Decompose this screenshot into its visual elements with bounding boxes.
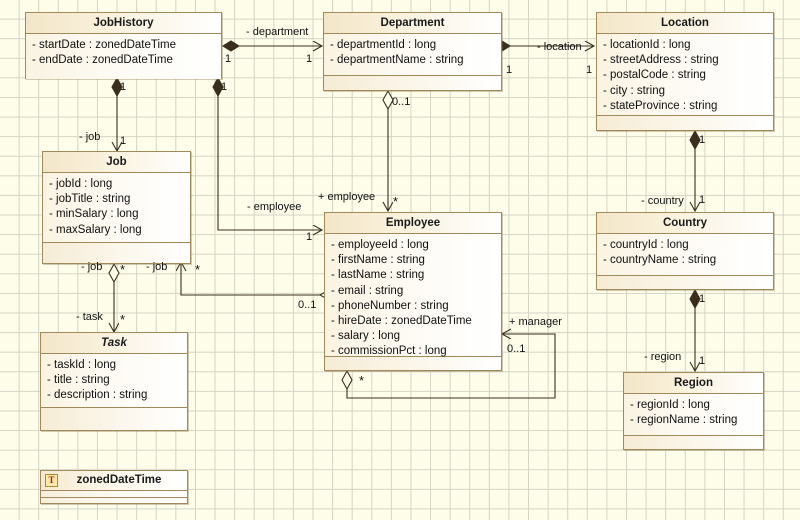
class-title-country: Country xyxy=(597,213,773,234)
class-country[interactable]: Country - countryId : long - countryName… xyxy=(596,212,774,290)
mult-jobhistory-job-target: 1 xyxy=(120,135,127,147)
edge-label-job-from-employee: - job xyxy=(146,261,168,273)
edge-label-location: - location xyxy=(537,41,582,53)
attributes-location: - locationId : long - streetAddress : st… xyxy=(597,34,773,116)
mult-jobhistory-employee-target: 1 xyxy=(306,231,313,243)
attribute-row: - jobTitle : string xyxy=(49,193,131,206)
mult-location-country-source: 1 xyxy=(699,134,706,146)
attribute-row: - regionId : long xyxy=(630,399,710,411)
edge-label-task: - task xyxy=(76,311,103,323)
mult-job-task-target: * xyxy=(120,312,126,327)
datatype-header: T zonedDateTime xyxy=(41,471,187,491)
mult-jobhistory-employee-source: 1 xyxy=(221,81,228,93)
edge-label-manager: + manager xyxy=(509,316,562,328)
edge-label-employee: - employee xyxy=(247,201,302,213)
operations-country xyxy=(597,276,773,289)
edge-label-job-from-job-task: - job xyxy=(81,261,103,273)
operations-job xyxy=(43,243,190,263)
attributes-employee: - employeeId : long - firstName : string… xyxy=(325,234,501,357)
class-title-jobhistory: JobHistory xyxy=(26,13,221,34)
attribute-row: - employeeId : long xyxy=(331,239,429,251)
class-jobhistory[interactable]: JobHistory - startDate : zonedDateTime -… xyxy=(25,12,222,79)
mult-job-task-source: * xyxy=(120,262,126,277)
attributes-department: - departmentId : long - departmentName :… xyxy=(324,34,501,76)
attribute-row: - firstName : string xyxy=(331,254,425,267)
edge-label-job-from-jobhistory: - job xyxy=(79,131,101,143)
mult-employee-job-source: 0..1 xyxy=(298,299,317,311)
class-title-employee: Employee xyxy=(325,213,501,234)
mult-employee-job-target: * xyxy=(195,262,201,277)
attribute-row: - commissionPct : long xyxy=(331,345,447,358)
attribute-row: - streetAddress : string xyxy=(603,54,719,67)
attribute-row: - description : string xyxy=(47,389,148,402)
mult-department-location-source: 1 xyxy=(506,64,513,76)
attribute-row: - phoneNumber : string xyxy=(331,299,449,312)
datatype-zoneddatetime[interactable]: T zonedDateTime xyxy=(40,470,188,504)
attribute-row: - departmentId : long xyxy=(330,39,437,51)
attribute-row: - locationId : long xyxy=(603,39,691,51)
attribute-row: - hireDate : zonedDateTime xyxy=(331,315,472,328)
class-title-department: Department xyxy=(324,13,501,34)
attributes-country: - countryId : long - countryName : strin… xyxy=(597,234,773,276)
attributes-jobhistory: - startDate : zonedDateTime - endDate : … xyxy=(26,34,221,79)
class-task[interactable]: Task - taskId : long - title : string - … xyxy=(40,332,188,431)
datatype-operations xyxy=(41,498,187,503)
operations-location xyxy=(597,116,773,130)
datatype-t-icon: T xyxy=(45,474,58,487)
mult-country-region-source: 1 xyxy=(699,293,706,305)
operations-department xyxy=(324,76,501,90)
attribute-row: - postalCode : string xyxy=(603,69,706,82)
class-region[interactable]: Region - regionId : long - regionName : … xyxy=(623,372,764,450)
attribute-row: - email : string xyxy=(331,284,404,297)
attributes-job: - jobId : long - jobTitle : string - min… xyxy=(43,173,190,243)
operations-employee xyxy=(325,357,501,370)
mult-country-region-target: 1 xyxy=(699,355,706,367)
attribute-row: - city : string xyxy=(603,84,665,97)
class-title-region: Region xyxy=(624,373,763,394)
attribute-row: - stateProvince : string xyxy=(603,99,718,112)
mult-employee-manager-target: 0..1 xyxy=(507,343,526,355)
attribute-row: - countryId : long xyxy=(603,239,689,251)
class-employee[interactable]: Employee - employeeId : long - firstName… xyxy=(324,212,502,371)
attribute-row: - departmentName : string xyxy=(330,54,464,67)
class-title-job: Job xyxy=(43,152,190,173)
attribute-row: - countryName : string xyxy=(603,254,717,267)
mult-jobhistory-department-target: 1 xyxy=(306,53,313,65)
attribute-row: - minSalary : long xyxy=(49,208,139,221)
attribute-row: - title : string xyxy=(47,374,110,387)
class-location[interactable]: Location - locationId : long - streetAdd… xyxy=(596,12,774,131)
mult-department-employee-target: * xyxy=(393,194,399,209)
mult-location-country-target: 1 xyxy=(699,194,706,206)
mult-employee-manager-source: * xyxy=(359,373,365,388)
attribute-row: - maxSalary : long xyxy=(49,223,142,236)
attribute-row: - lastName : string xyxy=(331,269,425,282)
attributes-region: - regionId : long - regionName : string xyxy=(624,394,763,436)
class-title-location: Location xyxy=(597,13,773,34)
operations-region xyxy=(624,436,763,449)
edge-label-region: - region xyxy=(644,351,682,363)
datatype-attributes xyxy=(41,491,187,498)
class-department[interactable]: Department - departmentId : long - depar… xyxy=(323,12,502,91)
operations-task xyxy=(41,408,187,430)
edge-label-plus-employee: + employee xyxy=(318,191,376,203)
attributes-task: - taskId : long - title : string - descr… xyxy=(41,354,187,408)
attribute-row: - salary : long xyxy=(331,330,401,343)
mult-jobhistory-job-source: 1 xyxy=(120,81,127,93)
attribute-row: - taskId : long xyxy=(47,359,117,371)
edge-label-department: - department xyxy=(246,26,309,38)
class-job[interactable]: Job - jobId : long - jobTitle : string -… xyxy=(42,151,191,264)
mult-department-employee-source: 0..1 xyxy=(392,96,411,108)
attribute-row: - endDate : zonedDateTime xyxy=(32,54,173,67)
edge-label-country: - country xyxy=(641,195,684,207)
attribute-row: - jobId : long xyxy=(49,178,113,190)
mult-department-location-target: 1 xyxy=(586,64,593,76)
attribute-row: - regionName : string xyxy=(630,414,738,427)
mult-jobhistory-department-source: 1 xyxy=(225,53,232,65)
attribute-row: - startDate : zonedDateTime xyxy=(32,39,177,51)
class-title-task: Task xyxy=(41,333,187,354)
datatype-title: zonedDateTime xyxy=(76,474,162,486)
